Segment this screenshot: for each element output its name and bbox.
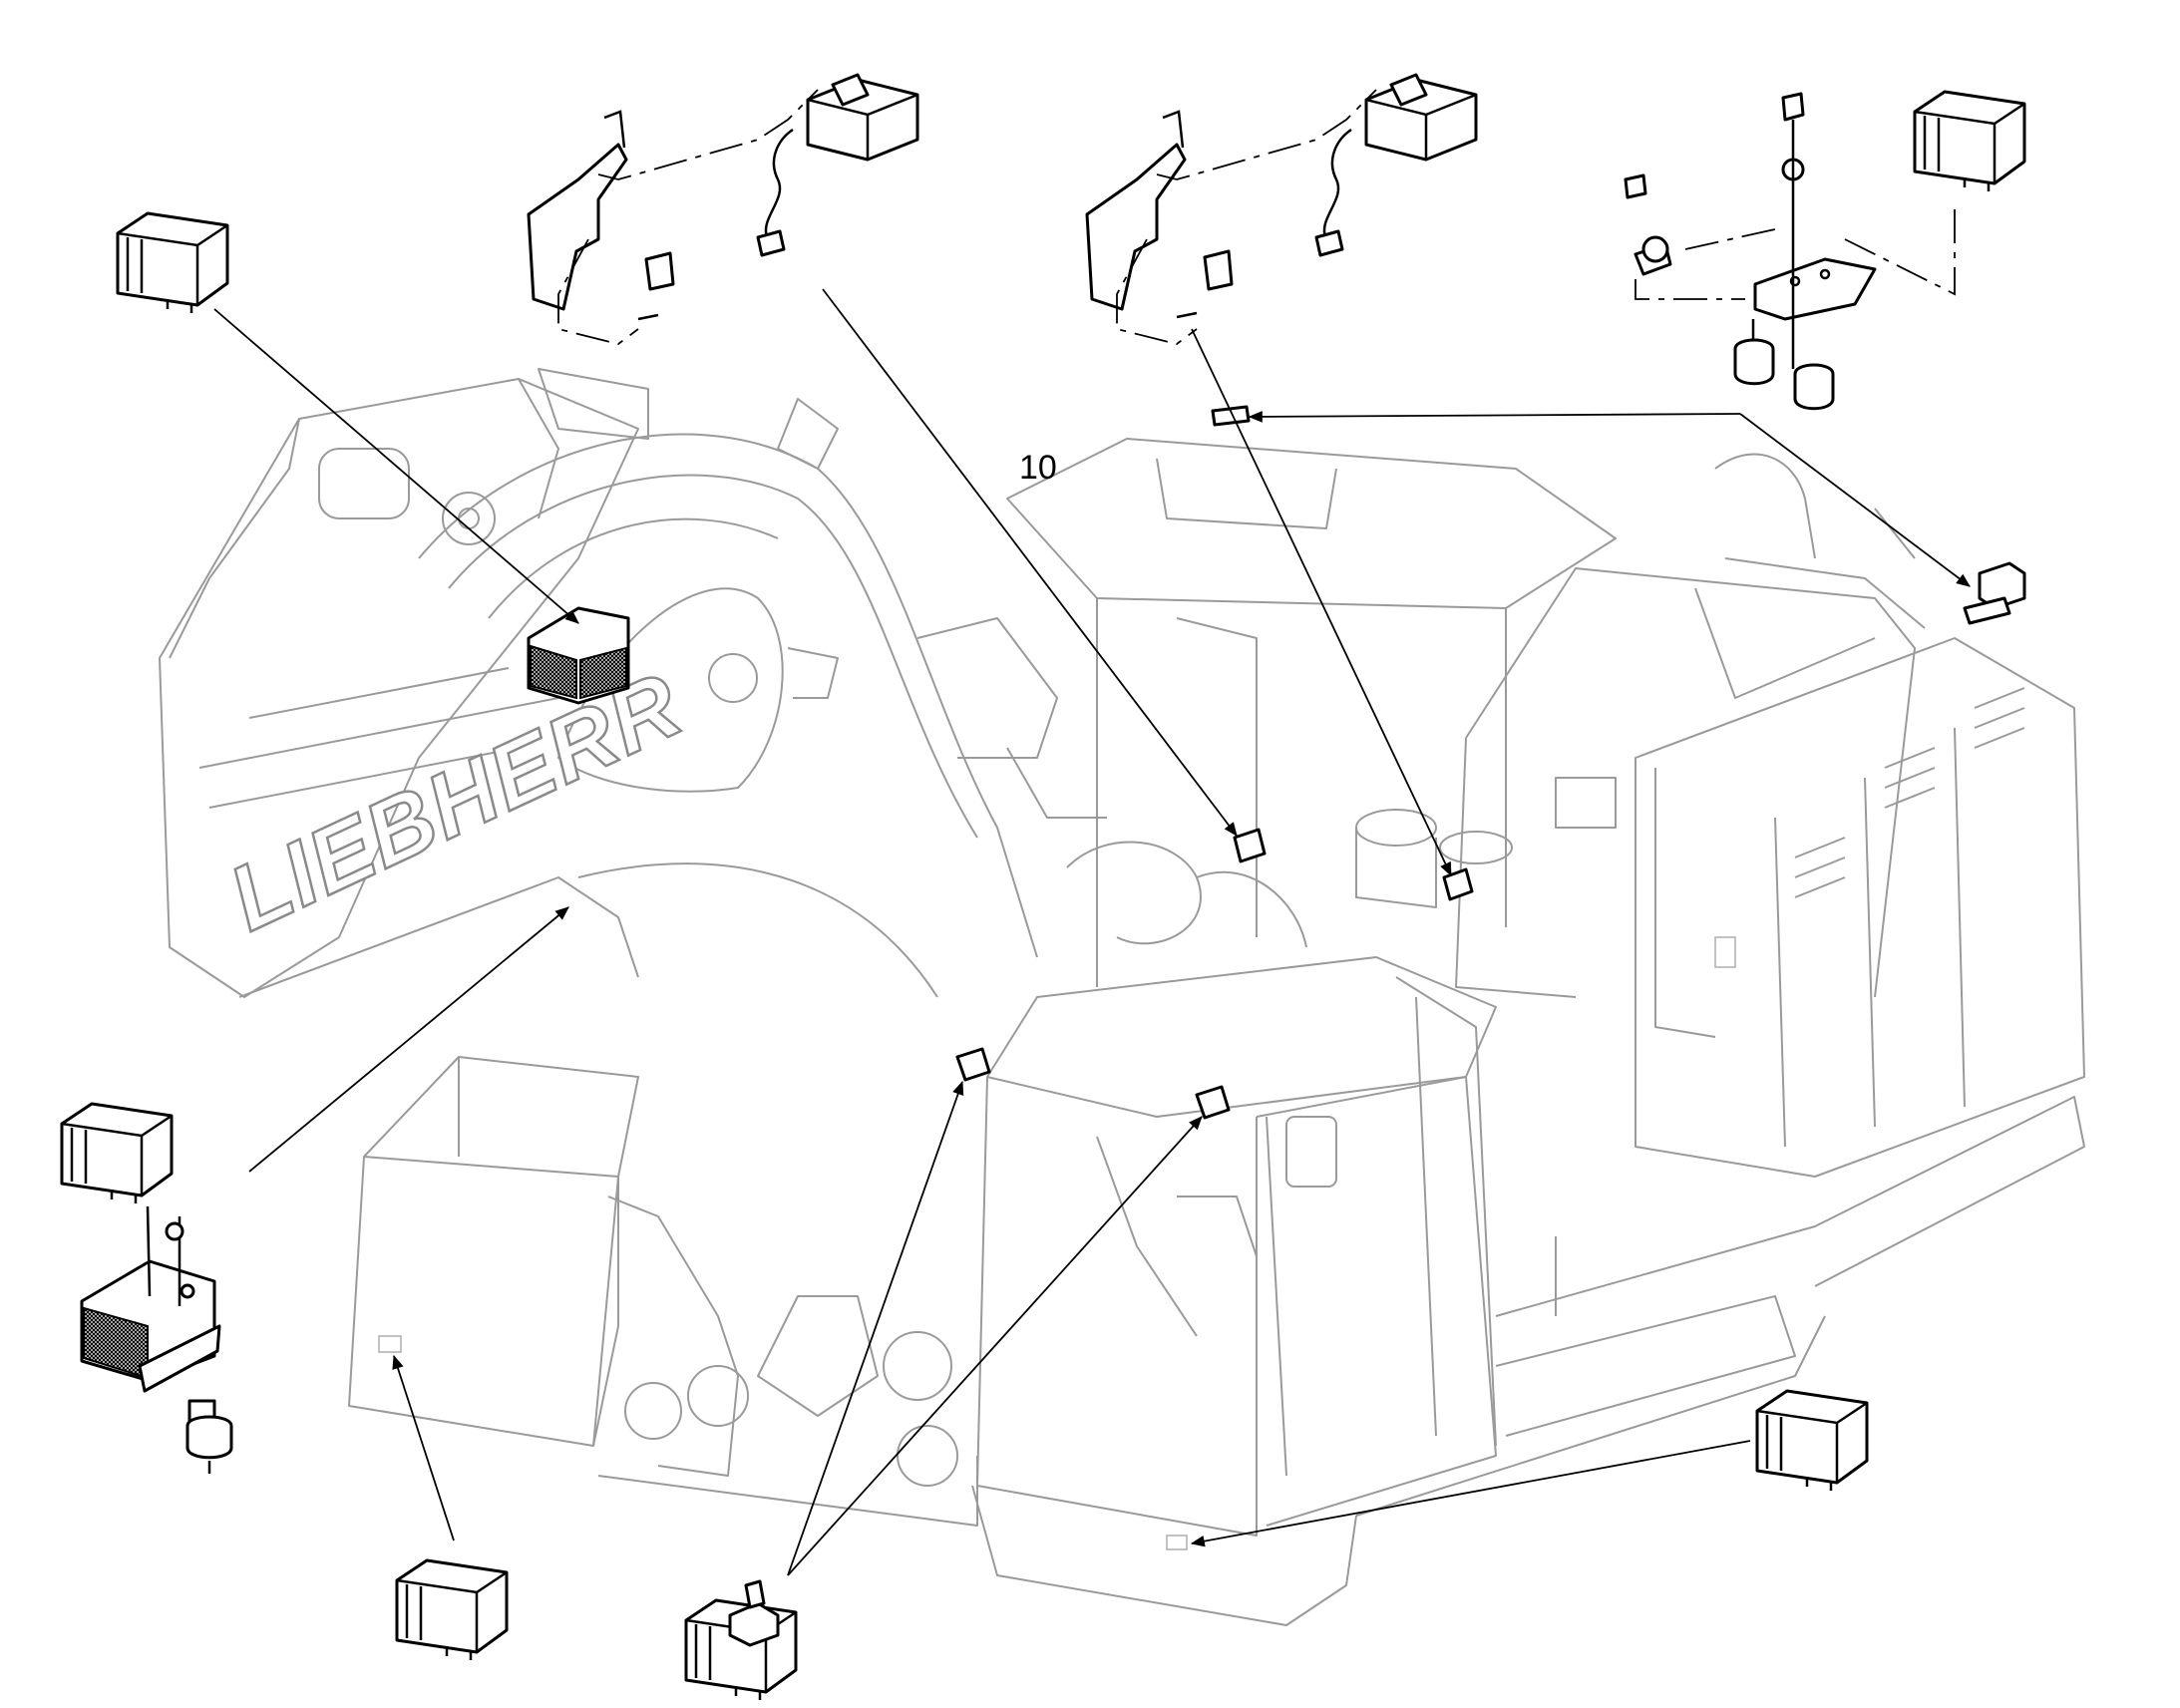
sensor-block-right: [1963, 561, 2026, 625]
relay-box-bottom-right: [1755, 1389, 1869, 1493]
damper-assembly-top-right: [1624, 92, 1956, 411]
boom-relay-hatched: [527, 606, 630, 705]
bracket-group-1: [527, 73, 919, 345]
damper-mount-assembly-left: [80, 1205, 233, 1474]
leader-lines: [213, 288, 1971, 1576]
item-number-label: 10: [1019, 449, 1057, 487]
machine-outline: [159, 368, 2085, 1626]
brand-logo: LIEBHERR: [214, 653, 697, 950]
relay-box-left: [60, 1102, 174, 1205]
relay-connector-bottom: [684, 1579, 798, 1702]
engine-bracket-a: [1233, 828, 1267, 863]
bracket-group-2: [1085, 73, 1478, 345]
relay-box-top-right: [1913, 90, 2026, 193]
cab-bracket-left: [955, 1047, 1231, 1120]
relay-box-top-left: [116, 211, 229, 315]
engine-bracket-b: [1442, 867, 1474, 901]
relay-box-bottom-left: [395, 1558, 509, 1662]
